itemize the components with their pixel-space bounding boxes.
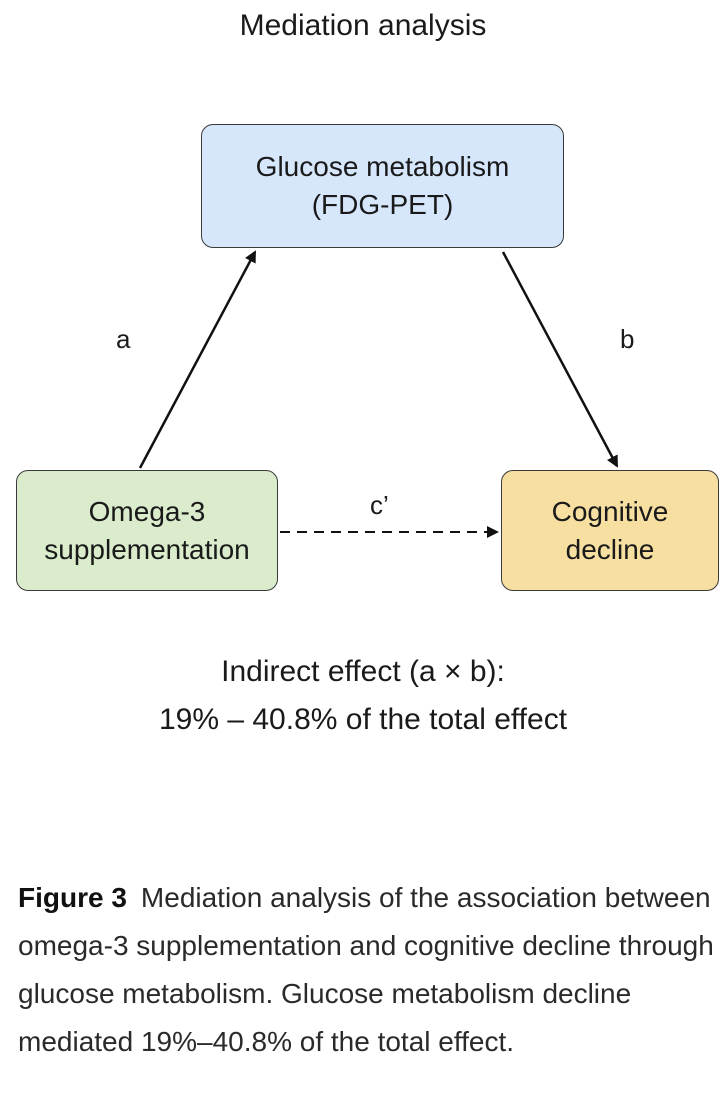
path-a-label: a [116, 324, 131, 354]
indirect-effect-line1: Indirect effect (a × b): [221, 655, 505, 688]
exposure-node: Omega-3 supplementation [16, 470, 278, 591]
outcome-node: Cognitive decline [501, 470, 719, 591]
outcome-label-line1: Cognitive [551, 495, 669, 527]
path-a-arrow [138, 250, 257, 469]
path-b-arrow [501, 251, 619, 468]
diagram-arrows [138, 250, 619, 538]
outcome-label-line2: decline [565, 533, 655, 565]
mediator-label-line1: Glucose metabolism [255, 151, 510, 182]
indirect-effect-note: Indirect effect (a × b): 19% – 40.8% of … [0, 648, 726, 744]
diagram-title: Mediation analysis [239, 9, 487, 42]
path-c-prime-label: c’ [370, 490, 389, 520]
figure-caption-text: Mediation analysis of the association be… [18, 882, 714, 1057]
exposure-label-line1: Omega-3 [88, 495, 206, 527]
indirect-effect-line2: 19% – 40.8% of the total effect [158, 703, 568, 736]
path-b-label: b [620, 324, 635, 354]
mediation-diagram: Mediation analysis Glucose metabolism (F… [0, 9, 726, 744]
figure-label: Figure 3 [18, 882, 127, 913]
exposure-label-line2: supplementation [44, 533, 250, 565]
mediator-node: Glucose metabolism (FDG-PET) [201, 124, 564, 248]
mediator-label-line2: (FDG-PET) [311, 189, 454, 220]
